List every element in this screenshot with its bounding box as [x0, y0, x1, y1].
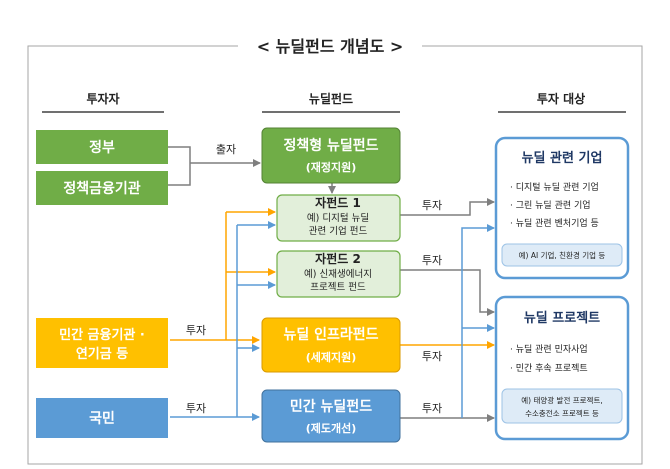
- private-fund-sub: (제도개선): [306, 421, 357, 435]
- subfund2-invest-label: 투자: [422, 254, 442, 267]
- subfund2-box: 자펀드 2 예) 신재생에너지 프로젝트 펀드: [276, 250, 401, 298]
- policy-finance-connector: [168, 163, 191, 186]
- target-projects-example-line1: 예) 태양광 발전 프로젝트,: [521, 395, 602, 405]
- investor-policy-finance-label: 정책금융기관: [63, 180, 140, 197]
- subfund2-line2: 프로젝트 펀드: [310, 282, 366, 293]
- investor-private-finance-line1: 민간 금융기관 ·: [59, 327, 145, 343]
- title-background: [238, 32, 422, 58]
- target-projects-item-2: · 민간 후속 프로젝트: [510, 363, 588, 374]
- subfund2-title: 자펀드 2: [315, 251, 361, 266]
- policy-fund-sub: (재정지원): [306, 160, 357, 174]
- target-projects-example-line2: 수소충전소 프로젝트 등: [525, 408, 599, 418]
- target-companies-item-1: · 디지털 뉴딜 관련 기업: [510, 181, 599, 193]
- private-fund-title: 민간 뉴딜펀드: [290, 398, 372, 415]
- target-projects-item-1: · 뉴딜 관련 민자사업: [510, 343, 588, 355]
- subfund1-line1: 예) 디지털 뉴딜: [307, 212, 369, 224]
- policy-fund-title: 정책형 뉴딜펀드: [283, 137, 378, 154]
- target-projects-example-box: [501, 388, 623, 424]
- infra-fund-title: 뉴딜 인프라펀드: [283, 326, 378, 343]
- subfund1-invest-label: 투자: [422, 199, 442, 212]
- column-header-funds: 뉴딜펀드: [309, 91, 353, 106]
- target-companies-example: 예) AI 기업, 친환경 기업 등: [519, 250, 606, 260]
- subfund2-line1: 예) 신재생에너지: [304, 269, 372, 280]
- infra-fund-sub: (세제지원): [306, 350, 357, 364]
- column-header-targets: 투자 대상: [537, 91, 585, 106]
- diagram-title: < 뉴딜펀드 개념도 >: [257, 37, 404, 56]
- investor-citizens-box: 국민: [36, 398, 168, 438]
- investor-private-finance-line2: 연기금 등: [76, 347, 128, 362]
- subfund1-to-companies-arrow: [400, 198, 495, 216]
- infra-fund-box: 뉴딜 인프라펀드 (세제지원): [261, 317, 401, 373]
- investor-citizens-label: 국민: [89, 410, 115, 427]
- contribution-label: 출자: [216, 143, 236, 156]
- column-header-investors: 투자자: [86, 91, 119, 106]
- subfund1-line2: 관련 기업 펀드: [309, 225, 368, 237]
- infra-invest-label: 투자: [422, 350, 442, 363]
- target-projects-title: 뉴딜 프로젝트: [524, 310, 600, 326]
- investor-policy-finance-box: 정책금융기관: [36, 171, 168, 205]
- target-companies-item-3: · 뉴딜 관련 벤처기업 등: [510, 217, 599, 229]
- private-fund-box: 민간 뉴딜펀드 (제도개선): [261, 389, 401, 443]
- target-companies-title: 뉴딜 관련 기업: [522, 150, 603, 166]
- private-finance-invest-label: 투자: [186, 324, 206, 337]
- target-projects-box: 뉴딜 프로젝트 · 뉴딜 관련 민자사업 · 민간 후속 프로젝트 예) 태양광…: [494, 295, 630, 441]
- blue-trunk-to-companies: [461, 224, 495, 418]
- target-companies-example-box: [501, 243, 623, 267]
- citizens-invest-label: 투자: [186, 402, 206, 415]
- target-companies-box: 뉴딜 관련 기업 · 디지털 뉴딜 관련 기업 · 그린 뉴딜 관련 기업 · …: [494, 136, 630, 280]
- investor-gov-label: 정부: [89, 139, 115, 156]
- policy-fund-box: 정책형 뉴딜펀드 (재정지원): [261, 127, 401, 184]
- private-fund-invest-label: 투자: [422, 402, 442, 415]
- investor-gov-box: 정부: [36, 130, 168, 164]
- target-companies-item-2: · 그린 뉴딜 관련 기업: [510, 199, 591, 211]
- investor-private-finance-box: 민간 금융기관 · 연기금 등: [36, 318, 168, 368]
- gov-connector: [168, 146, 191, 163]
- subfund1-box: 자펀드 1 예) 디지털 뉴딜 관련 기업 펀드: [276, 194, 401, 242]
- subfund1-title: 자펀드 1: [315, 195, 361, 210]
- subfund2-to-projects-arrow: [400, 269, 495, 316]
